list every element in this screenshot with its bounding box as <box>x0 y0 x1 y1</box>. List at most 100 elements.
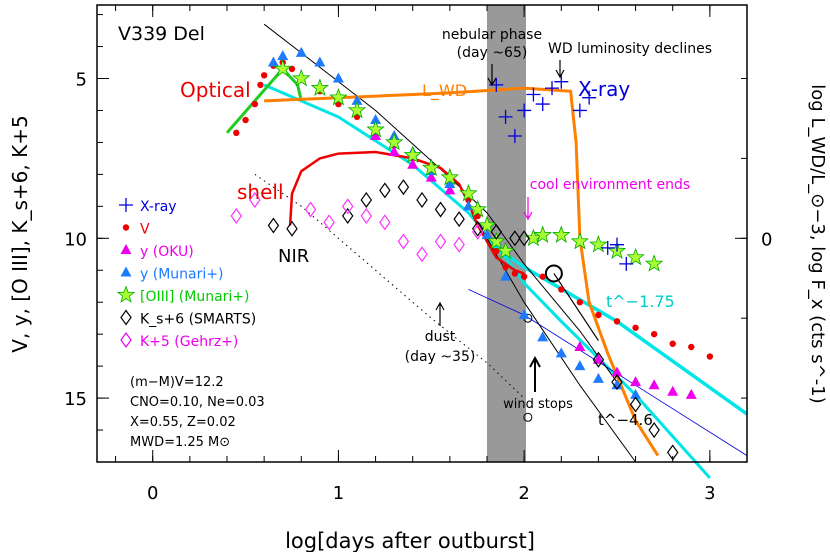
triangle-marker <box>648 379 660 390</box>
plus-marker <box>119 198 133 212</box>
star-marker <box>422 158 441 176</box>
y-tick-label: 10 <box>64 229 87 250</box>
dot-marker <box>595 311 602 319</box>
plus-marker <box>610 237 624 252</box>
star-marker <box>477 215 497 234</box>
circle-connector-line <box>553 273 599 341</box>
diamond-marker <box>453 211 465 228</box>
dot-marker <box>539 273 546 280</box>
triangle-marker <box>537 331 549 342</box>
diamond-marker <box>416 191 428 208</box>
wind-stops-label: wind stops <box>503 397 573 412</box>
dot-marker <box>511 270 519 277</box>
plus-marker <box>498 109 513 124</box>
decline-circle-marker <box>544 264 563 283</box>
shell-label: shell <box>237 180 284 204</box>
triangle-marker <box>592 372 604 383</box>
triangle-marker <box>314 56 326 67</box>
triangle-marker <box>481 229 493 240</box>
dot-marker <box>520 273 528 280</box>
diamond-marker <box>304 201 317 218</box>
right-tick-label: −2 <box>761 549 788 552</box>
plus-marker <box>600 240 615 255</box>
x-tick-label: 1 <box>333 483 344 504</box>
diamond-marker <box>416 246 428 263</box>
data-series <box>230 46 714 461</box>
star-marker <box>292 68 311 87</box>
dot-marker <box>502 263 509 271</box>
legend-label: V <box>140 222 150 238</box>
triangle-marker <box>685 388 697 399</box>
right-y-axis-label: log L_WD/L_⊙−3, log F_x (cts s^-1) <box>807 84 828 403</box>
diamond-marker <box>471 220 484 237</box>
diamond-marker <box>120 331 132 349</box>
triangle-marker <box>295 46 307 57</box>
plus-marker <box>619 256 634 271</box>
wind-stops-arrow <box>529 355 541 392</box>
legend-label: y (OKU) <box>140 244 194 260</box>
cool-environment-label: cool environment ends <box>530 177 690 193</box>
star-marker <box>403 145 422 164</box>
left-y-axis-label: V, y, [O III], K_s+6, K+5 <box>8 115 32 352</box>
plot-frame <box>96 4 748 463</box>
plus-marker <box>517 103 532 118</box>
star-marker <box>468 199 487 218</box>
diamond-marker <box>360 191 373 208</box>
dot-marker <box>576 299 584 306</box>
dot-marker <box>650 330 658 338</box>
wd-declines-label: WD luminosity declines <box>548 41 712 57</box>
diamond-marker <box>379 182 391 199</box>
green-model-line <box>225 66 303 134</box>
dot-marker <box>632 324 639 331</box>
legend-label: X-ray <box>140 199 177 215</box>
triangle-marker <box>388 146 400 157</box>
diamond-marker <box>397 233 410 250</box>
dust-day-label: (day ~35) <box>405 349 476 365</box>
plus-marker <box>507 129 522 144</box>
legend-label: K_s+6 (SMARTS) <box>140 312 256 328</box>
legend-label: [OIII] (Munari+) <box>140 289 249 305</box>
triangle-marker <box>370 130 382 141</box>
diamond-marker <box>509 230 521 247</box>
star-marker <box>644 254 664 272</box>
diamond-marker <box>286 220 298 237</box>
param-cno: CNO=0.10, Ne=0.03 <box>130 395 265 410</box>
nebular-day-label: (day ~65) <box>457 45 528 61</box>
plus-marker <box>535 97 550 112</box>
plus-marker <box>572 103 587 118</box>
annotations: Optical shell NIR X-ray L_WD nebular pha… <box>180 27 712 429</box>
dot-marker <box>242 116 249 124</box>
star-marker <box>347 100 367 119</box>
triangle-marker <box>370 114 382 125</box>
diamond-marker <box>611 374 623 391</box>
dot-marker <box>688 343 695 351</box>
nir-label: NIR <box>278 246 309 267</box>
dust-arrow <box>435 301 445 326</box>
triangle-marker <box>500 270 512 281</box>
star-marker <box>384 132 404 151</box>
triangle-marker <box>630 376 642 387</box>
diamond-marker <box>592 351 605 368</box>
t175-label: t^−1.75 <box>606 292 675 311</box>
star-marker <box>329 88 348 106</box>
star-marker <box>589 235 608 253</box>
diamond-marker <box>434 233 447 250</box>
plus-marker <box>554 74 569 89</box>
lwd-label: L_WD <box>422 81 467 101</box>
triangle-marker <box>592 353 604 364</box>
dot-marker <box>233 129 240 137</box>
triangle-marker <box>667 385 679 396</box>
diamond-marker <box>490 223 503 240</box>
x-tick-label: 0 <box>147 483 158 504</box>
x-axis-label: log[days after outburst] <box>285 529 535 552</box>
dot-marker <box>288 65 296 73</box>
dot-marker <box>122 224 130 231</box>
diamond-marker <box>360 207 373 224</box>
triangle-marker <box>555 347 567 358</box>
y-tick-label: 15 <box>64 389 87 410</box>
triangle-marker <box>120 266 132 277</box>
cool-env-arrow <box>523 197 533 221</box>
diamond-marker <box>434 201 447 218</box>
